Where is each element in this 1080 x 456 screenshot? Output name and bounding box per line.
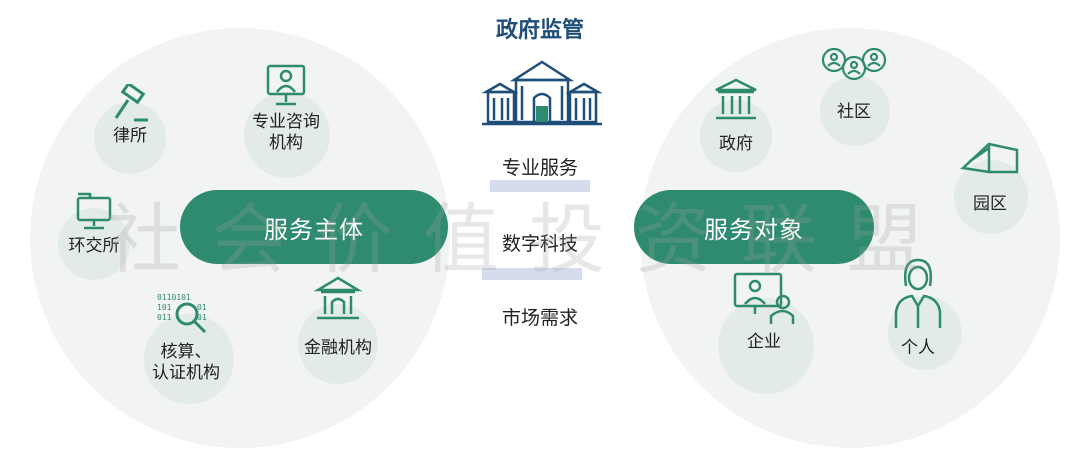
financial-institution-label: 金融机构 (304, 338, 372, 358)
exchange-label: 环交所 (68, 236, 120, 256)
park-node: 园区 (940, 138, 1040, 234)
park-label: 园区 (973, 194, 1007, 214)
svg-text:0110101: 0110101 (157, 293, 191, 302)
flow-arrow-band-1 (490, 180, 590, 192)
flow-digital-technology: 数字科技 (501, 233, 578, 255)
presentation-screen-icon (733, 272, 795, 324)
law-firm-node: 律所 (80, 84, 180, 174)
industrial-park-icon (960, 142, 1019, 174)
flow-arrow-band-2 (482, 268, 582, 280)
verification-node: 0110101 101 01 011 01 核算、 认证机构 (136, 292, 236, 404)
gavel-icon (114, 84, 148, 122)
enterprise-node: 企业 (714, 270, 814, 394)
svg-text:01: 01 (197, 313, 207, 322)
data-magnifier-icon: 0110101 101 01 011 01 (157, 293, 207, 334)
government-pillars-icon (715, 78, 757, 120)
service-recipients-pill: 服务对象 (634, 190, 874, 264)
exchange-node: 环交所 (44, 190, 144, 280)
government-supervision-title: 政府监管 (495, 18, 584, 43)
svg-text:011: 011 (157, 313, 172, 322)
community-node: 社区 (804, 46, 904, 146)
government-building-icon (481, 60, 603, 126)
government-node: 政府 (686, 76, 786, 172)
enterprise-label: 企业 (747, 332, 781, 352)
person-icon (894, 258, 942, 328)
svg-text:01: 01 (197, 303, 207, 312)
verification-label-line1: 核算、 (160, 342, 212, 362)
flow-professional-services: 专业服务 (501, 157, 578, 179)
computer-terminal-icon (76, 192, 112, 230)
svg-text:101: 101 (157, 303, 172, 312)
service-providers-pill: 服务主体 (180, 190, 448, 264)
financial-institution-node: 金融机构 (288, 274, 388, 384)
consultant-screen-icon (266, 64, 306, 106)
consulting-node: 专业咨询 机构 (236, 62, 336, 178)
community-people-icon (821, 47, 887, 81)
consulting-label-line1: 专业咨询 (252, 112, 320, 132)
flow-market-demand: 市场需求 (501, 307, 578, 329)
community-label: 社区 (837, 102, 871, 122)
consulting-label-line2: 机构 (269, 133, 303, 153)
law-firm-label: 律所 (113, 126, 147, 146)
verification-label-line2: 认证机构 (152, 363, 220, 383)
individual-label: 个人 (901, 338, 935, 358)
watermark-text: 社会价值投资联盟 (105, 195, 953, 284)
individual-node: 个人 (868, 256, 968, 370)
government-label: 政府 (719, 134, 753, 154)
bank-icon (313, 276, 363, 320)
